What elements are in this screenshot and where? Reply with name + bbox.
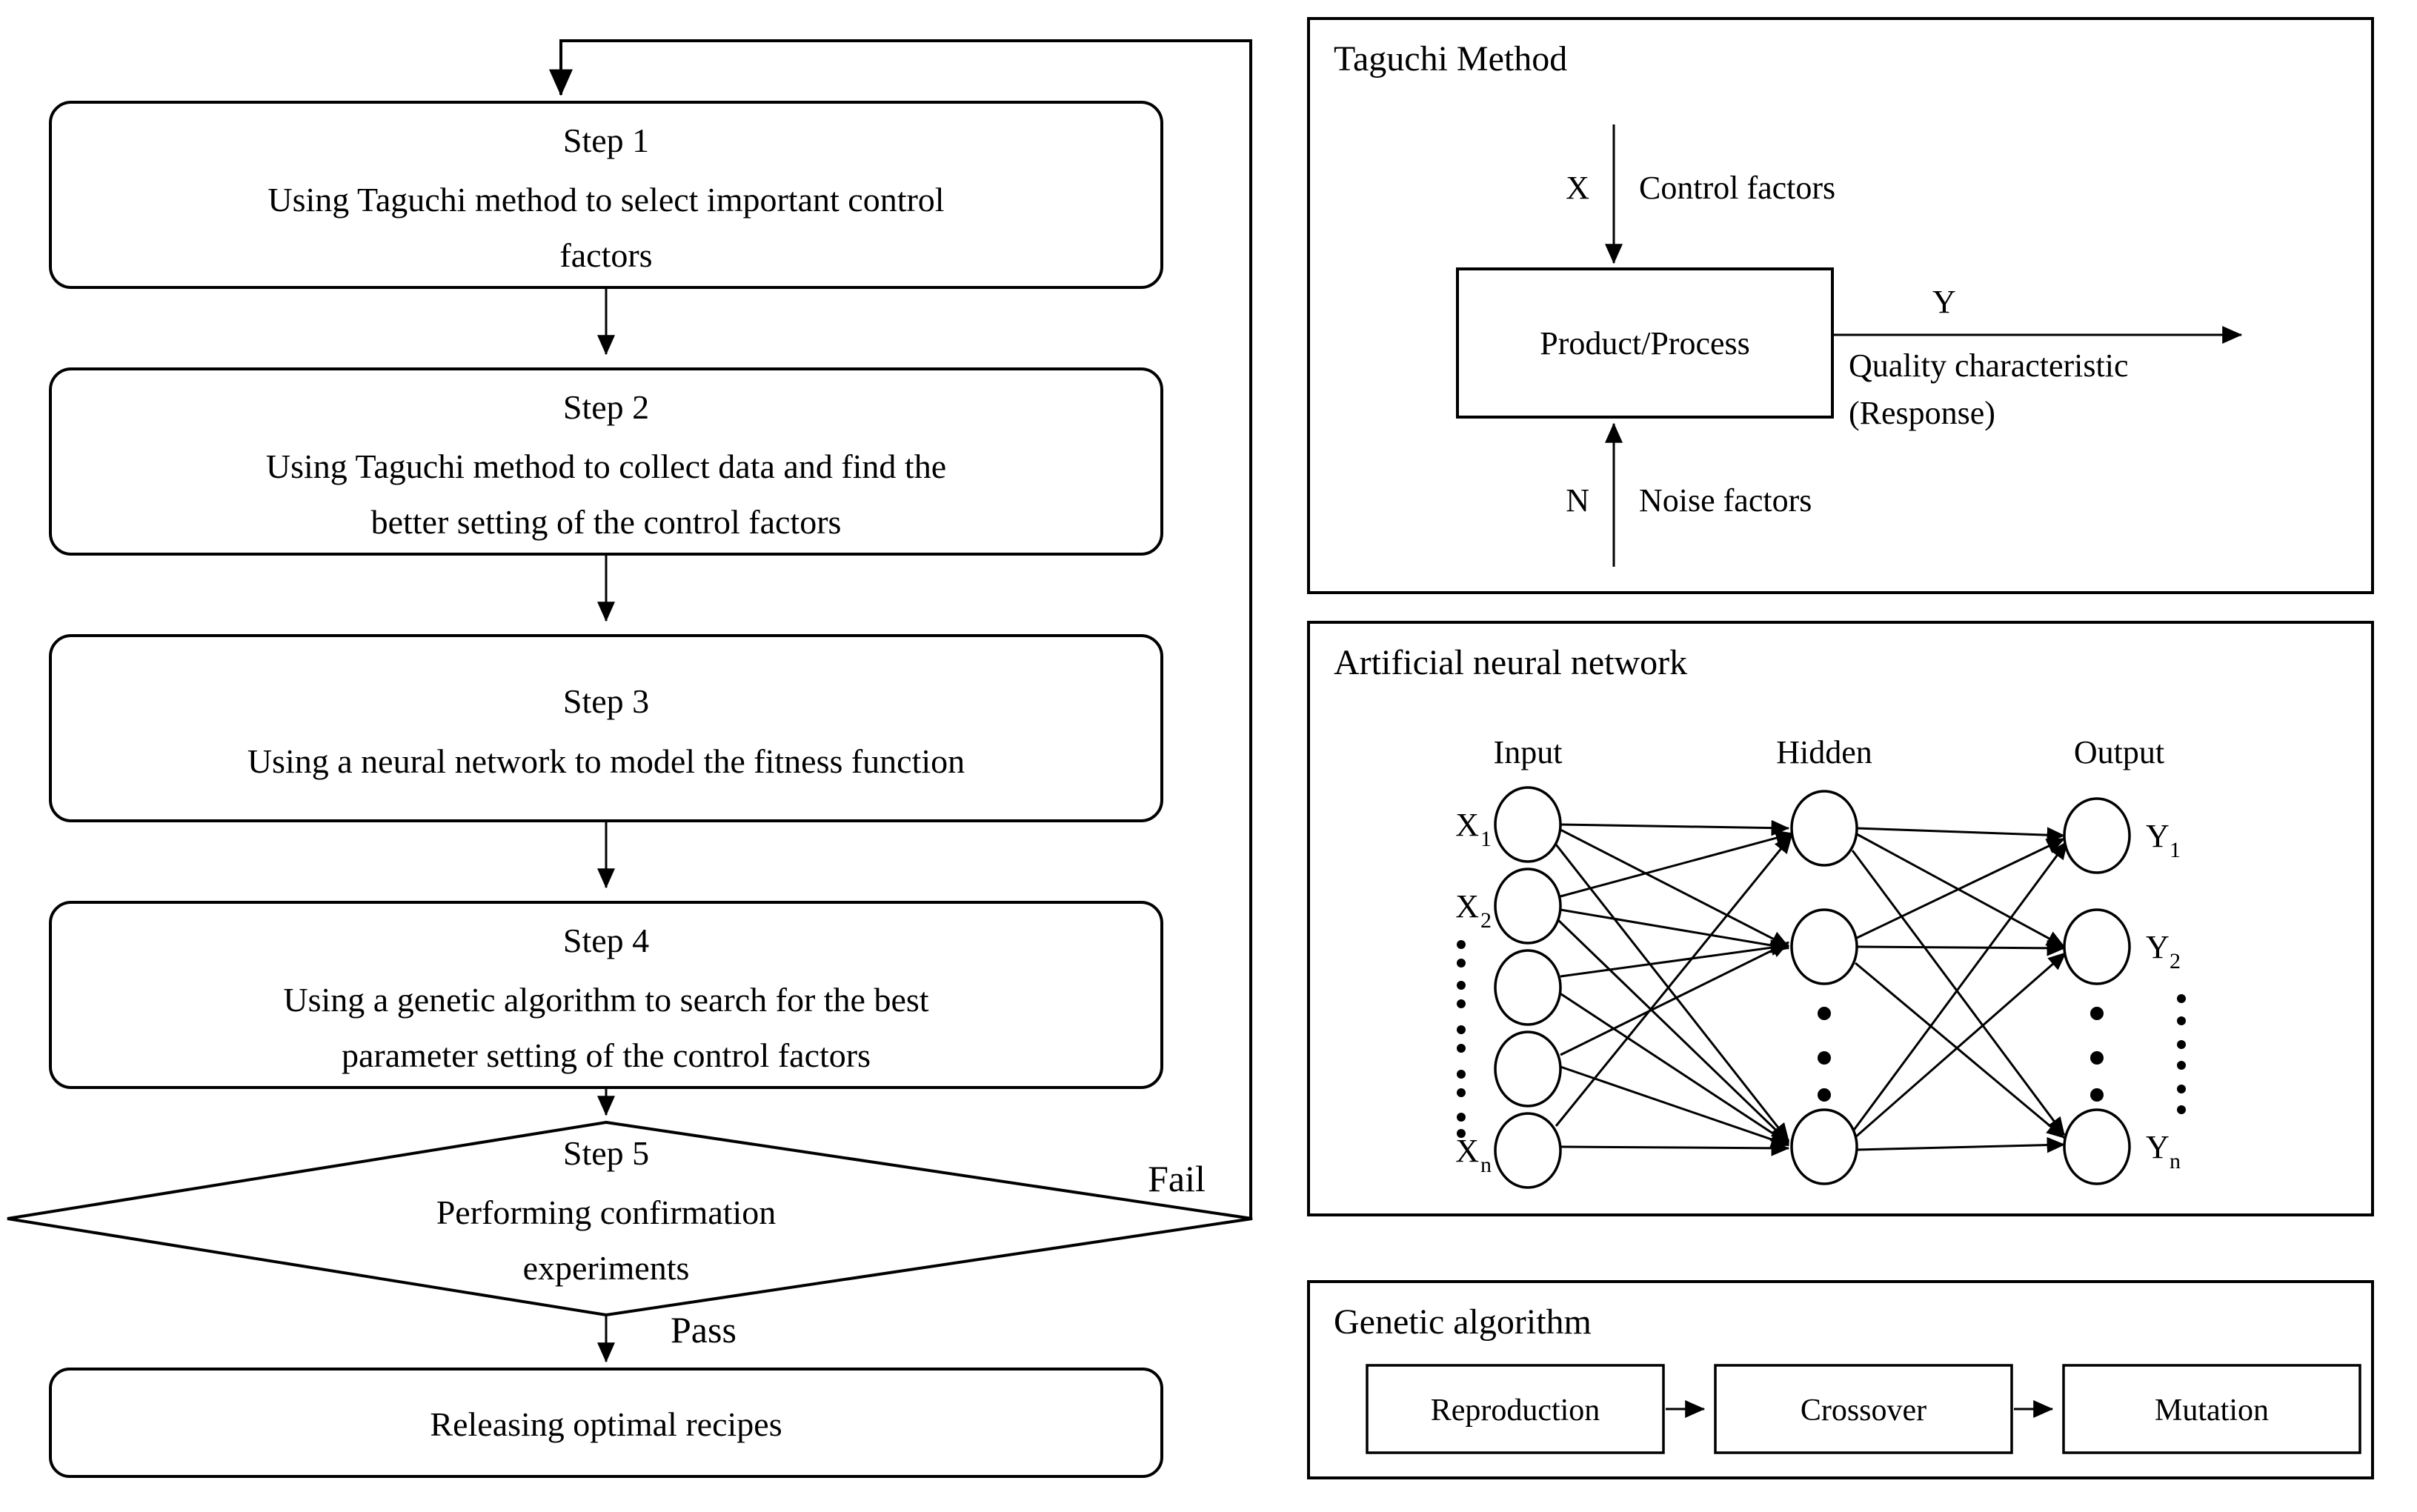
decision-line2: experiments (523, 1249, 690, 1287)
step-3-box: Step 3 Using a neural network to model t… (49, 634, 1163, 822)
pass-branch-label: Pass (671, 1309, 737, 1351)
step-4-title: Step 4 (563, 922, 649, 959)
ga-panel-title: Genetic algorithm (1334, 1302, 1592, 1342)
ann-layer-label-output: Output (2074, 734, 2164, 770)
step-2-box: Step 2 Using Taguchi method to collect d… (49, 367, 1163, 556)
response-label: (Response) (1849, 395, 1995, 431)
ga-stage-box-mutation (2062, 1364, 2361, 1454)
ann-output-ellipsis-dots (2177, 994, 2186, 1114)
step-3-title: Step 3 (563, 682, 649, 720)
ann-node-hidden-3 (1790, 1108, 1858, 1185)
ann-layer-label-hidden: Hidden (1776, 734, 1872, 770)
ann-hidden-ellipsis-dots (1818, 1007, 1831, 1102)
ann-node-output-2 (2063, 908, 2131, 985)
ann-output-sub-1: 1 (2170, 838, 2181, 862)
ga-panel: Genetic algorithm Reproduction Crossover… (1307, 1280, 2374, 1479)
ann-layer-label-input: Input (1494, 734, 1563, 770)
step-2-title: Step 2 (563, 388, 649, 426)
step-1-title: Step 1 (563, 121, 649, 159)
ann-input-ellipsis-dots (1457, 940, 1466, 1138)
product-process-label: Product/Process (1540, 325, 1750, 362)
ann-node-input-5 (1494, 1112, 1562, 1189)
ann-panel-title: Artificial neural network (1334, 643, 1687, 682)
output-symbol-y: Y (1932, 284, 1956, 320)
step-5-decision-diamond: Step 5 Performing confirmation experimen… (7, 1120, 1253, 1317)
ga-stage-label-crossover: Crossover (1801, 1393, 1926, 1428)
ann-output-label-1: Y (2146, 818, 2170, 854)
ann-input-sub-5: n (1480, 1153, 1492, 1177)
ann-connections-input-hidden (1555, 819, 1795, 1156)
final-output-box: Releasing optimal recipes (49, 1368, 1163, 1478)
taguchi-panel: Taguchi Method X Control factors Product… (1307, 17, 2374, 594)
decision-title: Step 5 (563, 1134, 649, 1172)
step-4-box: Step 4 Using a genetic algorithm to sear… (49, 901, 1163, 1089)
ann-node-input-3 (1494, 949, 1562, 1026)
ann-output-layer: Y 1 Y 2 Y n (2063, 797, 2186, 1185)
decision-line1: Performing confirmation (436, 1193, 777, 1231)
ann-node-input-2 (1494, 867, 1562, 945)
fail-branch-label: Fail (1148, 1158, 1206, 1199)
ga-stage-box-crossover (1714, 1364, 2013, 1454)
step-2-line2: better setting of the control factors (371, 503, 842, 541)
ann-node-input-1 (1494, 786, 1562, 863)
control-factors-label: Control factors (1639, 170, 1835, 206)
ann-node-output-3 (2063, 1108, 2131, 1185)
ann-output-label-3: Y (2146, 1129, 2170, 1165)
step-4-line1: Using a genetic algorithm to search for … (283, 981, 928, 1019)
ann-node-hidden-2 (1790, 908, 1858, 985)
product-process-box (1456, 267, 1834, 419)
ann-output-label-2: Y (2146, 929, 2170, 965)
step-2-line1: Using Taguchi method to collect data and… (266, 447, 946, 485)
step-1-line1: Using Taguchi method to select important… (267, 181, 944, 219)
ga-stage-label-reproduction: Reproduction (1431, 1393, 1600, 1428)
ann-input-label-2: X (1455, 888, 1479, 925)
noise-factors-label: Noise factors (1639, 482, 1812, 519)
ann-node-input-4 (1494, 1030, 1562, 1108)
ga-stage-label-mutation: Mutation (2155, 1393, 2269, 1428)
ann-input-label-1: X (1455, 807, 1479, 843)
ann-connections-hidden-output (1851, 827, 2069, 1153)
step-4-line2: parameter setting of the control factors (342, 1036, 871, 1074)
input-symbol-x: X (1566, 170, 1589, 206)
ann-node-hidden-1 (1790, 790, 1858, 867)
step-1-box: Step 1 Using Taguchi method to select im… (49, 101, 1163, 289)
ann-panel: Artificial neural network Input Hidden O… (1307, 621, 2374, 1216)
noise-symbol-n: N (1566, 482, 1589, 519)
ann-output-inner-dots (2090, 1007, 2104, 1102)
ann-hidden-layer (1790, 790, 1858, 1185)
ann-output-sub-3: n (2170, 1149, 2181, 1173)
step-3-line1: Using a neural network to model the fitn… (247, 742, 965, 780)
ga-stage-box-reproduction (1366, 1364, 1665, 1454)
quality-characteristic-label: Quality characteristic (1849, 347, 2128, 384)
ann-input-layer: X 1 X 2 X n (1455, 786, 1562, 1189)
ann-input-label-5: X (1455, 1133, 1479, 1169)
final-label: Releasing optimal recipes (430, 1405, 782, 1443)
ann-node-output-1 (2063, 797, 2131, 874)
ann-output-sub-2: 2 (2170, 949, 2181, 973)
ann-input-sub-2: 2 (1480, 908, 1492, 933)
step-1-line2: factors (559, 236, 652, 274)
ann-input-sub-1: 1 (1480, 827, 1492, 851)
taguchi-panel-title: Taguchi Method (1334, 39, 1567, 79)
